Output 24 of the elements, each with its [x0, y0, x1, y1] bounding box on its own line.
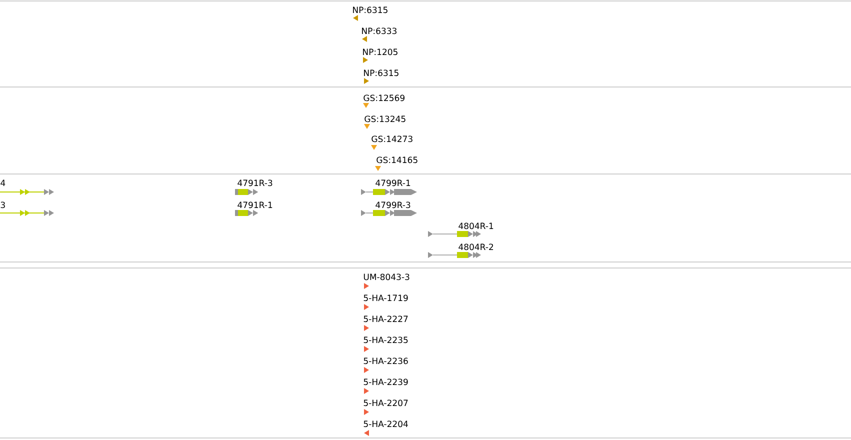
- feature-label: 5-HA-1719: [364, 294, 408, 302]
- feature-label: 5-HA-2207: [364, 400, 408, 406]
- feature-label: 5-HA-2227: [364, 316, 408, 322]
- feature-label: 4799R-3: [376, 202, 410, 208]
- feature-label: 5-HA-2204: [364, 420, 408, 428]
- feature-label: 5-HA-2235: [364, 336, 408, 344]
- feature-label: NP:6315: [353, 6, 388, 14]
- feature-label: GS:13245: [364, 116, 406, 122]
- feature-label: 4: [0, 180, 6, 186]
- feature-label: 4804R-2: [458, 244, 494, 250]
- feature-label: 4799R-1: [376, 180, 410, 186]
- feature-label: 4791R-3: [238, 180, 272, 186]
- feature-label: 5-HA-2236: [364, 358, 408, 364]
- feature-label: NP:6315: [364, 70, 398, 76]
- feature-label: 4804R-1: [458, 222, 494, 230]
- feature-label: GS:14273: [372, 136, 412, 142]
- feature-label: NP:6333: [362, 28, 396, 34]
- feature-label: GS:12569: [364, 94, 404, 102]
- feature-label: UM-8043-3: [364, 274, 410, 280]
- feature-label: 3: [0, 202, 5, 208]
- feature-label: NP:1205: [363, 48, 398, 56]
- feature-label: 4791R-1: [238, 202, 272, 208]
- feature-label: 5-HA-2239: [364, 378, 408, 386]
- feature-label: GS:14165: [376, 156, 418, 164]
